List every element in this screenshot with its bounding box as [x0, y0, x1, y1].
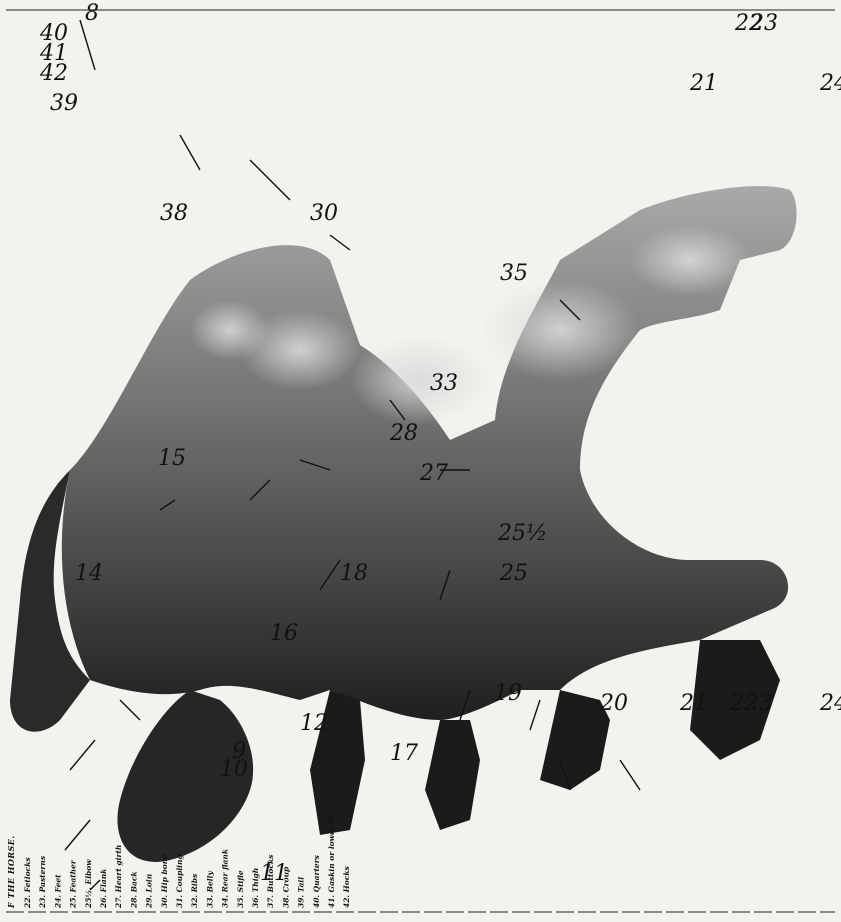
legend-entry: 34. Rear flank	[221, 849, 230, 908]
legend-entry: 40. Quarters	[312, 854, 321, 908]
legend-entry-text: 29. Loin	[145, 874, 154, 909]
callout-35: 35	[500, 261, 528, 286]
callout-24a: 24	[819, 691, 841, 716]
legend-entry-text: 39. Tail	[297, 877, 306, 908]
callout-8: 8	[85, 1, 99, 26]
callout-21b: 21	[689, 71, 718, 96]
legend-entry-text: 34. Rear flank	[221, 849, 230, 908]
callout-18: 18	[340, 561, 368, 586]
callout-255: 25½	[497, 521, 547, 546]
legend-entry-text: 40. Quarters	[312, 854, 321, 908]
legend-title: F THE HORSE.	[6, 835, 16, 909]
legend-entry: 33. Belly	[205, 871, 214, 908]
callout-30: 30	[310, 201, 338, 226]
callout-10: 10	[220, 757, 248, 782]
legend-entry: 23. Pasterns	[38, 855, 47, 909]
legend-entry-text: 28. Back	[129, 871, 138, 909]
callout-16: 16	[270, 621, 298, 646]
legend-entry: 37. Buttocks	[266, 854, 275, 908]
legend-entry-text: 26. Flank	[99, 869, 108, 909]
callout-42: 42	[39, 61, 68, 86]
legend-entry: 25. Feather	[69, 859, 78, 909]
legend-entry: 27. Heart girth	[114, 845, 123, 909]
callout-25a: 25	[499, 561, 528, 586]
legend-entry: 29. Loin	[145, 874, 154, 909]
callout-12: 12	[300, 711, 328, 736]
callout-27: 27	[419, 461, 448, 486]
legend-entry-text: 38. Croup	[281, 866, 290, 908]
legend-entry: 39. Tail	[297, 877, 306, 908]
anatomy-legend: F THE HORSE.	[6, 835, 16, 909]
legend-entry-text: 27. Heart girth	[114, 845, 123, 909]
legend-entry-text: 37. Buttocks	[266, 854, 275, 908]
legend-entry-text: 31. Coupling	[175, 854, 184, 908]
callout-23b: 23	[749, 11, 778, 36]
legend-entry: 36. Thigh	[251, 868, 260, 908]
callout-19: 19	[494, 681, 522, 706]
legend-entry-text: 32. Ribs	[190, 873, 199, 908]
callout-20: 20	[599, 691, 628, 716]
callout-38: 38	[160, 201, 188, 226]
legend-entry-text: 42. Hocks	[342, 865, 351, 908]
callout-39: 39	[50, 91, 78, 116]
legend-entry-text: 25. Feather	[69, 859, 78, 909]
legend-entry: 28. Back	[129, 871, 138, 909]
callout-28: 28	[389, 421, 418, 446]
legend-entry-text: 33. Belly	[205, 871, 214, 908]
legend-entry-text: 35. Stifle	[236, 870, 245, 908]
callout-21a: 21	[679, 691, 708, 716]
legend-entry: 24. Feet	[53, 874, 62, 909]
legend-entry: 31. Coupling	[175, 854, 184, 908]
callout-23a: 23	[744, 691, 773, 716]
legend-entry: 22. Fetlocks	[23, 857, 32, 909]
legend-entry: 35. Stifle	[236, 870, 245, 908]
callout-17: 17	[390, 741, 418, 766]
legend-entry: 42. Hocks	[342, 865, 351, 908]
legend-entry: 41. Gaskin or lower th	[327, 815, 336, 908]
legend-entry-text: 30. Hip bone	[160, 854, 169, 908]
legend-entry: 25½. Elbow	[84, 859, 93, 909]
legend-entry-text: 22. Fetlocks	[23, 857, 32, 909]
callout-24b: 24	[819, 71, 841, 96]
callout-14: 14	[75, 561, 103, 586]
callout-15: 15	[158, 446, 186, 471]
legend-entry: 38. Croup	[281, 866, 290, 908]
legend-entry: 30. Hip bone	[160, 854, 169, 908]
legend-entry: 26. Flank	[99, 869, 108, 909]
legend-entry-text: 24. Feet	[53, 874, 62, 909]
legend-entry-text: 25½. Elbow	[84, 859, 93, 909]
legend-entry-text: 36. Thigh	[251, 868, 260, 908]
legend-entry-text: 41. Gaskin or lower th	[327, 815, 336, 908]
legend-entry-text: 23. Pasterns	[38, 855, 47, 909]
callout-33: 33	[430, 371, 458, 396]
legend-entry: 32. Ribs	[190, 873, 199, 908]
